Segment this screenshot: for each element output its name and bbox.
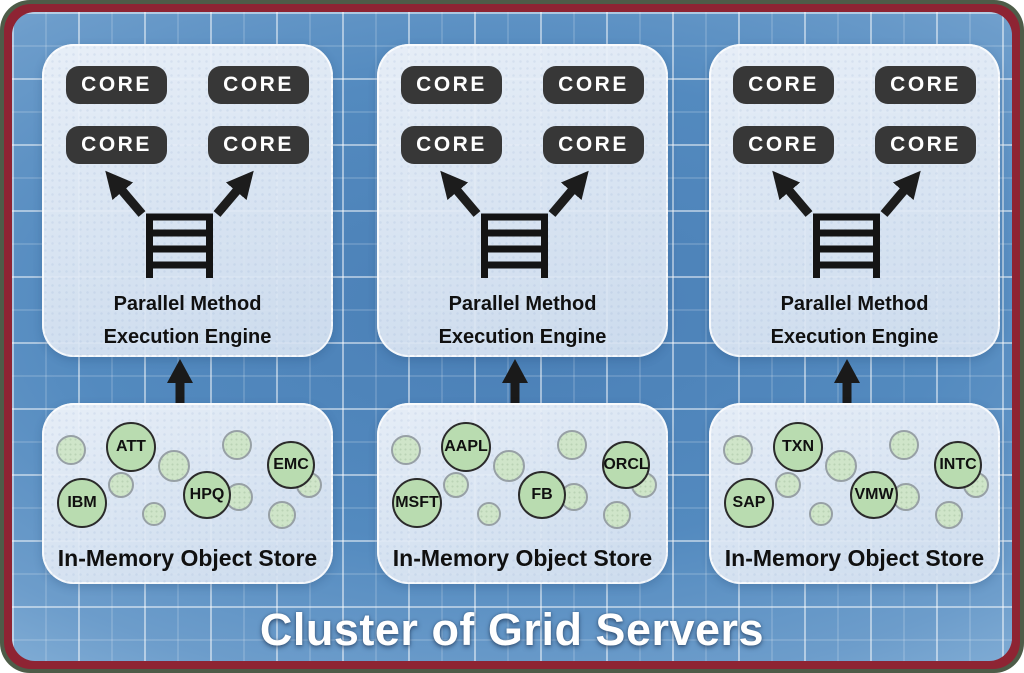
object-circle-labeled: AAPL — [441, 422, 491, 472]
in-memory-object-store-panel: AAPL MSFT FB ORCL In-Memory Object Store — [377, 403, 668, 584]
core-box: CORE — [733, 66, 834, 104]
execution-queue-icon — [146, 213, 213, 278]
engine-label: Parallel Method Execution Engine — [103, 293, 272, 348]
object-circle — [889, 430, 919, 460]
object-circle — [443, 472, 469, 498]
object-circle-labeled: ATT — [106, 422, 156, 472]
object-circle — [268, 501, 296, 529]
in-memory-object-store-panel: ATT IBM HPQ EMC In-Memory Object Store — [42, 403, 333, 584]
grid-server-1: CORE CORE CORE CORE — [42, 44, 333, 584]
maroon-border: CORE CORE CORE CORE — [4, 4, 1020, 669]
store-label: In-Memory Object Store — [724, 545, 985, 571]
object-circle-labeled: VMW — [850, 471, 898, 519]
object-circle-labeled: MSFT — [392, 478, 442, 528]
object-circle — [222, 430, 252, 460]
object-circle — [56, 435, 86, 465]
core-box: CORE — [543, 66, 644, 104]
in-memory-object-store-panel: TXN SAP VMW INTC In-Memory Object Store — [709, 403, 1000, 584]
object-circle-labeled: TXN — [773, 422, 823, 472]
cluster-background-grid: CORE CORE CORE CORE — [12, 12, 1012, 661]
parallel-method-execution-engine-panel: CORE CORE CORE CORE — [377, 44, 668, 357]
core-box: CORE — [66, 126, 167, 164]
object-circle — [603, 501, 631, 529]
dispatch-arrows-and-queue — [772, 170, 921, 278]
core-box: CORE — [208, 66, 309, 104]
object-circle — [391, 435, 421, 465]
execution-queue-icon — [481, 213, 548, 278]
dispatch-arrow-right-icon — [548, 170, 589, 217]
object-circle-labeled: SAP — [724, 478, 774, 528]
object-circle-labeled: IBM — [57, 478, 107, 528]
object-circle-labeled: EMC — [267, 441, 315, 489]
core-box: CORE — [66, 66, 167, 104]
core-box: CORE — [875, 126, 976, 164]
core-box: CORE — [733, 126, 834, 164]
store-label: In-Memory Object Store — [57, 545, 318, 571]
core-box: CORE — [208, 126, 309, 164]
store-to-engine-arrow-icon — [709, 358, 1000, 404]
object-circle — [108, 472, 134, 498]
core-box: CORE — [543, 126, 644, 164]
object-circle — [557, 430, 587, 460]
object-circle — [775, 472, 801, 498]
execution-queue-icon — [813, 213, 880, 278]
object-circle — [723, 435, 753, 465]
core-box: CORE — [401, 126, 502, 164]
store-to-engine-arrow-icon — [377, 358, 668, 404]
parallel-method-execution-engine-panel: CORE CORE CORE CORE — [42, 44, 333, 357]
dispatch-arrow-right-icon — [213, 170, 254, 217]
object-circle — [158, 450, 190, 482]
store-to-engine-arrow-icon — [42, 358, 333, 404]
object-circle — [142, 502, 166, 526]
dispatch-arrows-and-queue — [105, 170, 254, 278]
dispatch-arrow-left-icon — [772, 170, 813, 217]
core-box: CORE — [875, 66, 976, 104]
object-circle-labeled: INTC — [934, 441, 982, 489]
cluster-title: Cluster of Grid Servers — [259, 604, 765, 655]
object-circle-labeled: ORCL — [602, 441, 650, 489]
store-label: In-Memory Object Store — [392, 545, 653, 571]
object-circle-labeled: HPQ — [183, 471, 231, 519]
dispatch-arrow-left-icon — [105, 170, 146, 217]
object-circle — [809, 502, 833, 526]
dispatch-arrow-right-icon — [880, 170, 921, 217]
engine-label: Parallel Method Execution Engine — [438, 293, 607, 348]
dispatch-arrows-and-queue — [440, 170, 589, 278]
engine-label: Parallel Method Execution Engine — [770, 293, 939, 348]
core-box: CORE — [401, 66, 502, 104]
dispatch-arrow-left-icon — [440, 170, 481, 217]
grid-server-2: CORE CORE CORE CORE — [377, 44, 668, 584]
object-circle — [477, 502, 501, 526]
object-circle — [935, 501, 963, 529]
parallel-method-execution-engine-panel: CORE CORE CORE CORE — [709, 44, 1000, 357]
grid-server-3: CORE CORE CORE CORE — [709, 44, 1000, 584]
object-circle — [825, 450, 857, 482]
object-circle-labeled: FB — [518, 471, 566, 519]
object-circle — [493, 450, 525, 482]
